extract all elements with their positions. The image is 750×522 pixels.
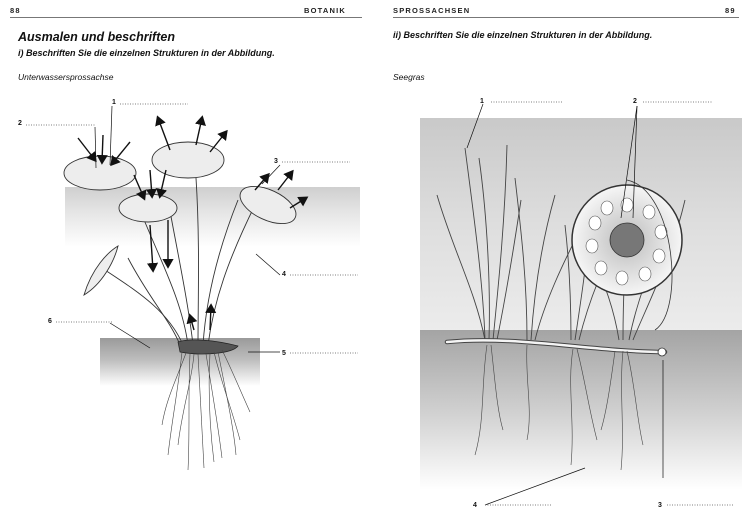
left-figure-caption: Unterwassersprossachse (18, 72, 114, 82)
label-leader-lines (94, 105, 281, 353)
right-task: ii) Beschriften Sie die einzelnen Strukt… (393, 30, 653, 40)
underwater-stem-illustration: 1 2 3 4 5 6 (18, 99, 360, 471)
air-chambers (585, 197, 668, 286)
roots (161, 349, 251, 471)
label-3: 3 (274, 158, 278, 165)
right-label-4: 4 (473, 502, 477, 509)
left-page-number: 88 (10, 6, 21, 15)
left-task: i) Beschriften Sie die einzelnen Struktu… (18, 48, 275, 58)
right-label-leader-lines (466, 103, 664, 506)
label-6: 6 (48, 318, 52, 325)
rhizome-cut-end (657, 347, 667, 357)
plant-stems (104, 177, 256, 346)
right-page: SPROSSACHSEN 89 ii) Beschriften Sie die … (375, 0, 750, 522)
gas-exchange-arrows (77, 115, 309, 331)
seagrass-illustration: 1 2 3 4 (420, 98, 742, 509)
right-answer-lines (485, 101, 733, 506)
right-label-1: 1 (480, 98, 484, 105)
label-5: 5 (282, 350, 286, 357)
label-1: 1 (112, 99, 116, 106)
sediment (420, 330, 742, 490)
left-header-rule (10, 17, 362, 18)
floating-leaves (63, 141, 297, 225)
answer-lines (26, 103, 358, 354)
water-surface-band (65, 187, 360, 247)
right-label-3: 3 (658, 502, 662, 509)
label-4: 4 (282, 271, 286, 278)
section-heading: Ausmalen und beschriften (18, 30, 175, 44)
cross-section-core (609, 222, 645, 258)
rhizome (177, 339, 239, 355)
right-label-2: 2 (633, 98, 637, 105)
seagrass-roots (474, 344, 644, 471)
right-running-title: SPROSSACHSEN (393, 6, 471, 15)
label-2: 2 (18, 120, 22, 127)
right-figure-caption: Seegras (393, 72, 425, 82)
right-page-number: 89 (725, 6, 736, 15)
submerged-leaf (83, 245, 119, 296)
left-running-title: BOTANIK (304, 6, 347, 15)
left-page: 88 BOTANIK Ausmalen und beschriften i) B… (10, 6, 362, 471)
right-header-rule (393, 17, 739, 18)
